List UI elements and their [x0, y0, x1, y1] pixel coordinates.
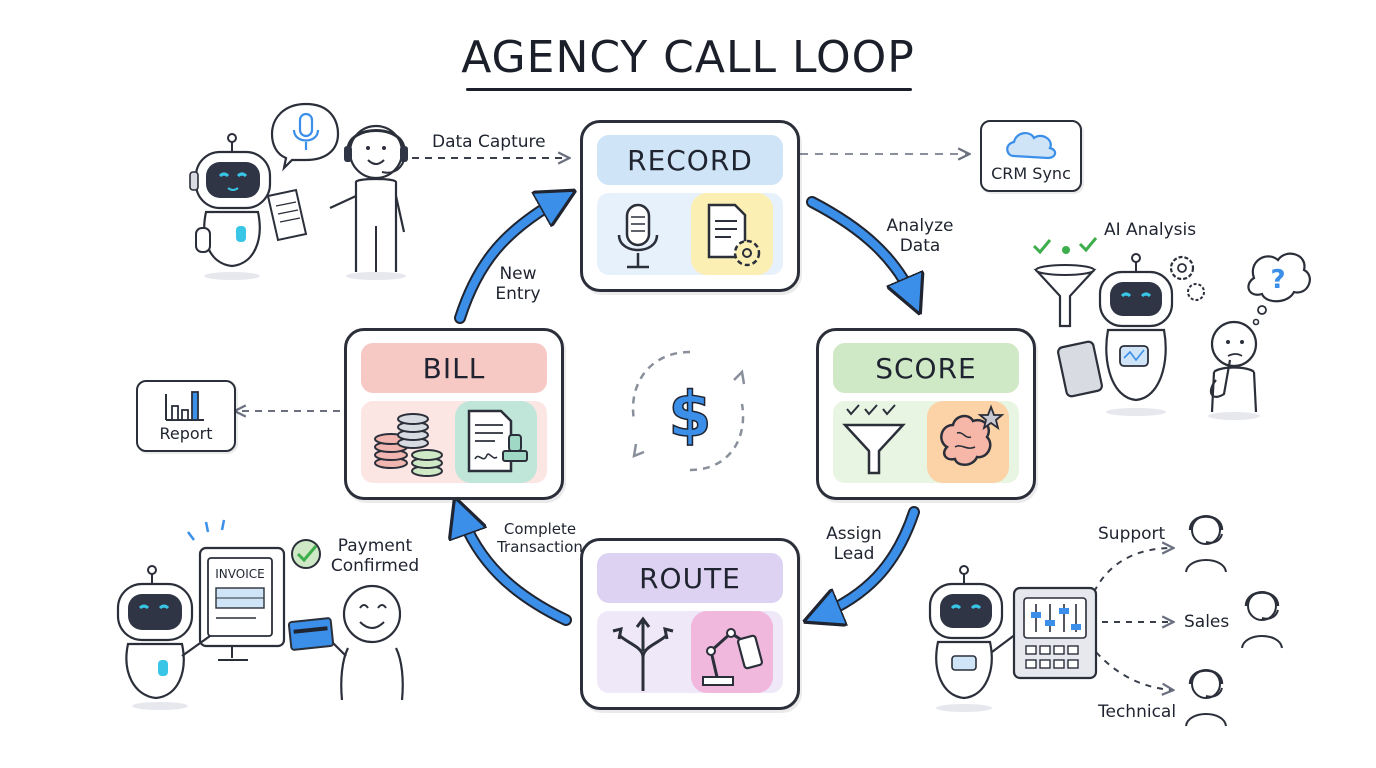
dollar-cycle-icon: $ — [631, 350, 746, 472]
crm-sync-box[interactable]: CRM Sync — [980, 120, 1082, 192]
coin-stacks-icon — [374, 413, 443, 477]
score-stage-card[interactable]: SCORE — [816, 328, 1036, 500]
checks-funnel-icon — [842, 404, 906, 475]
svg-text:$: $ — [668, 378, 711, 451]
thinking-person-icon — [1208, 320, 1260, 420]
record-stage-title: RECORD — [597, 135, 783, 185]
record-stage-body — [597, 193, 783, 275]
diagram-title: AGENCY CALL LOOP — [461, 32, 915, 83]
ai-analysis-label: AI Analysis — [1104, 220, 1197, 240]
route-stage-body — [597, 611, 783, 693]
robot-icon — [928, 565, 1025, 712]
document-gear-icon — [691, 193, 773, 275]
svg-text:?: ? — [1270, 265, 1285, 295]
score-stage-body — [833, 401, 1019, 483]
route-stage-card[interactable]: ROUTE — [580, 538, 800, 710]
bar-chart-icon — [165, 391, 204, 421]
invoice-text: INVOICE — [215, 567, 264, 581]
dashed-support — [1093, 548, 1172, 593]
robot-arm-phone-icon — [691, 611, 773, 693]
technical-agent-icon — [1185, 669, 1227, 727]
routing-console-icon — [1012, 586, 1098, 680]
customer-person-icon — [329, 584, 404, 701]
route-target-support: Support — [1098, 524, 1166, 544]
title-underline — [466, 88, 912, 91]
sales-agent-icon — [1241, 591, 1283, 649]
record-stage-card[interactable]: RECORD — [580, 120, 800, 292]
route-target-sales: Sales — [1184, 612, 1230, 632]
support-agent-icon — [1185, 515, 1227, 573]
bill-stage-title: BILL — [361, 343, 547, 393]
cloud-icon — [1006, 132, 1057, 160]
crm-sync-label: CRM Sync — [991, 164, 1071, 183]
bill-stage-body — [361, 401, 547, 483]
report-label: Report — [159, 424, 213, 443]
stamped-document-icon — [455, 401, 537, 483]
report-box[interactable]: Report — [136, 380, 236, 452]
score-stage-title: SCORE — [833, 343, 1019, 393]
robot-icon — [1098, 253, 1174, 416]
robot-icon — [189, 133, 272, 280]
route-stage-title: ROUTE — [597, 553, 783, 603]
route-target-technical: Technical — [1098, 702, 1177, 722]
microphone-icon — [617, 203, 659, 269]
brain-star-icon — [927, 401, 1009, 483]
robot-icon — [116, 565, 211, 710]
agent-person-icon — [329, 124, 408, 280]
split-arrows-icon — [612, 616, 674, 691]
data-capture-label: Data Capture — [432, 132, 546, 152]
bill-stage-card[interactable]: BILL — [344, 328, 564, 500]
